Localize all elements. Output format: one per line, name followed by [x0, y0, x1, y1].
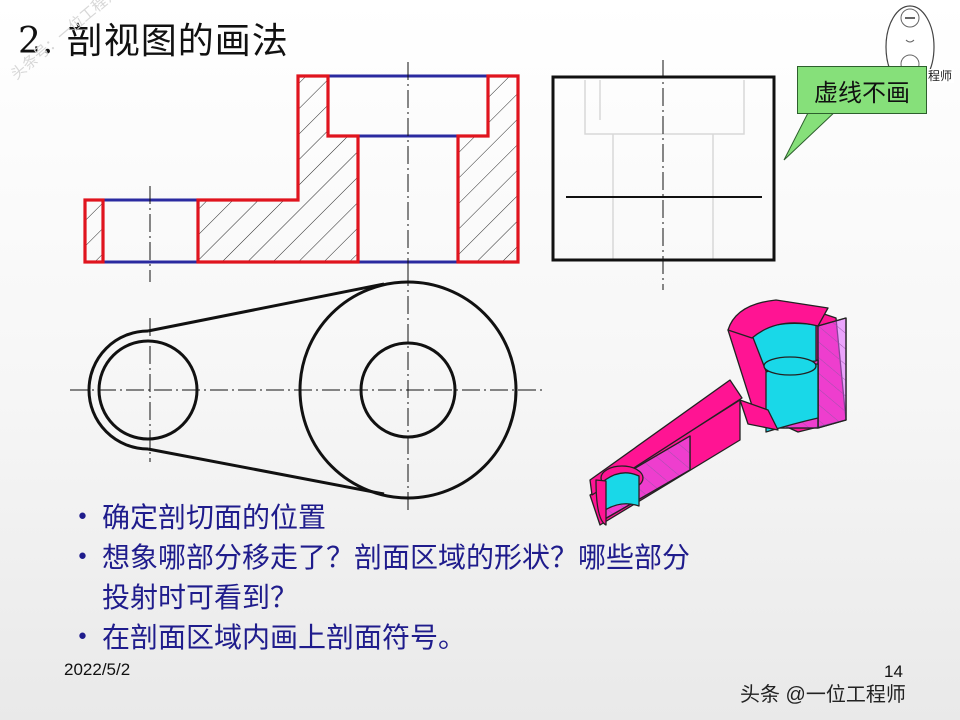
bullet-item: • 确定剖切面的位置 — [76, 498, 690, 538]
front-section-view — [83, 62, 520, 282]
side-view — [551, 60, 776, 290]
bullet-text: 确定剖切面的位置 — [102, 501, 327, 534]
bottom-watermark: 头条 @一位工程师 — [740, 684, 906, 706]
top-view — [70, 268, 545, 512]
seal-label: 程师 — [926, 69, 955, 83]
bullet-item: • 在剖面区域内画上剖面符号。 — [76, 618, 690, 658]
cutaway-3d-model — [589, 299, 847, 526]
bullet-list: • 确定剖切面的位置 • 想象哪部分移走了？剖面区域的形状？哪些部分 投射时可看… — [76, 498, 690, 658]
bullet-text: 投射时可看到？ — [102, 581, 299, 614]
bullet-item: • 想象哪部分移走了？剖面区域的形状？哪些部分 — [76, 538, 690, 578]
bullet-icon: • — [76, 505, 89, 530]
bullet-icon: • — [76, 625, 89, 650]
bullet-icon: • — [76, 545, 89, 570]
callout-bubble: 虚线不画 — [797, 66, 927, 114]
bullet-continuation: 投射时可看到？ — [76, 578, 690, 618]
bullet-text: 在剖面区域内画上剖面符号。 — [102, 621, 467, 654]
page-number: 14 — [884, 662, 903, 681]
slide-date: 2022/5/2 — [64, 660, 131, 679]
slide-title: 2. 剖视图的画法 — [18, 21, 289, 62]
bullet-text: 想象哪部分移走了？剖面区域的形状？哪些部分 — [102, 541, 691, 574]
